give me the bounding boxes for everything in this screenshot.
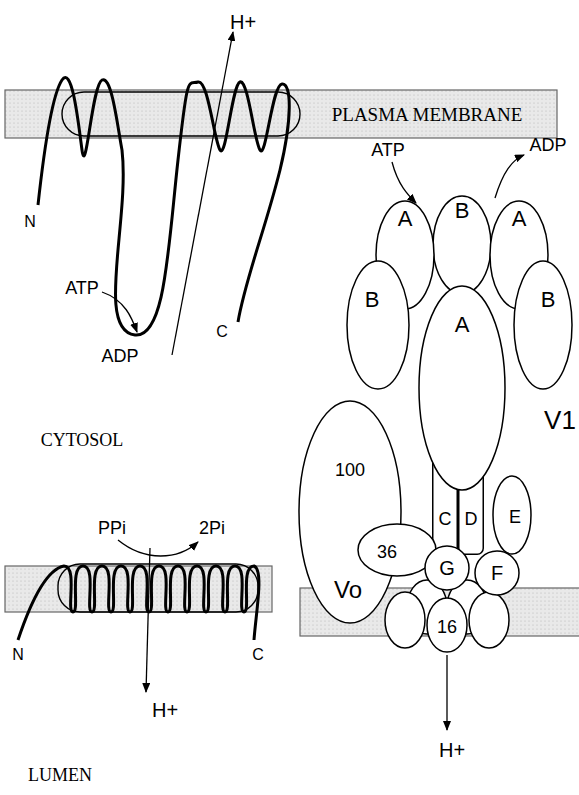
proton-arrow	[446, 655, 447, 730]
proton-arrow	[146, 548, 150, 692]
v-ppase-chain	[18, 566, 259, 640]
diagram-label: C	[216, 324, 228, 340]
label-holder: H+	[152, 700, 178, 720]
diagram-label: PPi	[98, 519, 126, 537]
hydrolysis-arrow	[102, 292, 137, 332]
compartment-name: LUMEN	[28, 766, 92, 784]
subunit-label: A	[455, 314, 470, 336]
subunit-label: E	[509, 508, 521, 526]
label-holder: ADP	[101, 347, 138, 365]
diagram-label: N	[12, 647, 24, 663]
hydrolysis-arrow	[392, 162, 416, 203]
membrane-name: PLASMA MEMBRANE	[332, 105, 523, 124]
subunit-shape: A	[418, 285, 506, 491]
proton-arrow	[172, 32, 233, 355]
label-holder: N	[24, 214, 36, 230]
diagram-label: N	[24, 214, 36, 230]
subunit-label: B	[541, 289, 556, 311]
subunit-ellipse	[347, 261, 409, 389]
diagram-label: C	[252, 647, 264, 663]
subunit-shape: B	[513, 260, 573, 390]
subunit-ellipse	[299, 401, 401, 623]
membrane-fill	[5, 90, 557, 138]
subunit-label: A	[512, 208, 527, 230]
p-atpase-outline	[62, 92, 300, 136]
label-holder: H+	[230, 12, 256, 32]
label-holder: ATP	[65, 279, 99, 297]
subunit-ellipse	[427, 598, 467, 652]
subunit-label: A	[398, 208, 413, 230]
label-holder: PPi	[98, 519, 126, 537]
diagram-label: ATP	[65, 279, 99, 297]
compartment-name: CYTOSOL	[41, 431, 124, 449]
label-holder: 2Pi	[199, 519, 225, 537]
diagram-label: ADP	[101, 347, 138, 365]
subunit-shape: F	[474, 550, 520, 596]
subunit-ellipse	[425, 546, 469, 590]
label-holder: CYTOSOL	[41, 431, 124, 449]
node-outline	[346, 260, 410, 390]
label-holder: Vo	[334, 578, 362, 602]
label-holder: C	[216, 324, 228, 340]
label-holder: V1	[544, 407, 576, 433]
v-ppase-outline	[58, 564, 258, 612]
subunit-ellipse	[475, 551, 519, 595]
subunit-label: F	[491, 563, 503, 583]
label-holder: ADP	[529, 136, 566, 154]
subunit-label: 100	[335, 461, 365, 479]
subunit-label: 16	[437, 618, 457, 636]
subunit-label: B	[455, 200, 470, 222]
label-holder: H+	[439, 740, 465, 760]
node-outline	[513, 260, 573, 390]
subunit-label: 36	[377, 543, 397, 561]
subunit-shape: E	[492, 475, 532, 555]
diagram-label: H+	[152, 700, 178, 720]
diagram-label: V1	[544, 407, 576, 433]
diagram-label: H+	[439, 740, 465, 760]
subunit-label: G	[439, 558, 455, 578]
p-atpase-chain	[38, 77, 289, 335]
subunit-shape: B	[346, 260, 410, 390]
diagram-label: 2Pi	[199, 519, 225, 537]
subunit-ellipse	[493, 476, 531, 554]
diagram-label: H+	[230, 12, 256, 32]
subunit-ellipse	[419, 286, 505, 490]
label-holder: LUMEN	[28, 766, 92, 784]
subunit-shape: B	[432, 195, 492, 295]
label-holder: C	[252, 647, 264, 663]
hydrolysis-arrow	[118, 540, 198, 556]
membrane-band: PLASMA MEMBRANE	[5, 90, 557, 138]
diagram-label: ADP	[529, 136, 566, 154]
diagram-label: ATP	[371, 141, 405, 159]
label-holder: N	[12, 647, 24, 663]
subunit-shape: G	[424, 545, 470, 591]
subunit-label: D	[465, 510, 478, 528]
subunit-ellipse	[433, 196, 491, 294]
subunit-label: C	[439, 510, 452, 528]
subunit-shape: 16	[426, 597, 468, 653]
subunit-label: B	[365, 289, 380, 311]
subunit-ellipse	[514, 261, 572, 389]
hydrolysis-arrow	[495, 155, 524, 198]
diagram-label: Vo	[334, 578, 362, 602]
label-holder: ATP	[371, 141, 405, 159]
vacuole-membrane-band	[5, 566, 272, 612]
